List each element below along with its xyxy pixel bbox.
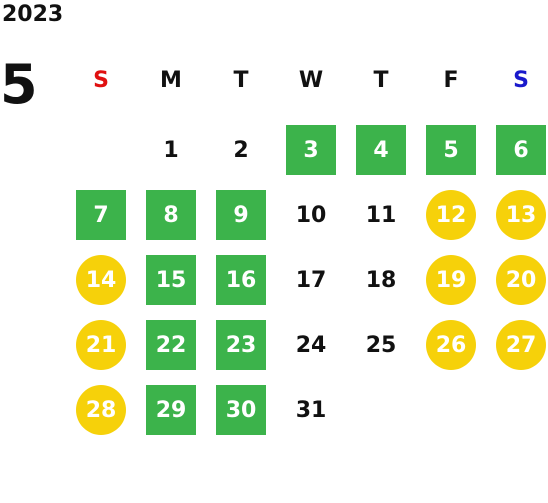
day-cell: 17 [295,267,327,293]
day-cell: 15 [146,255,196,305]
day-cell: 6 [496,125,546,175]
day-cell: 27 [496,320,546,370]
day-cell: 20 [496,255,546,305]
day-cell: 24 [295,332,327,358]
day-cell: 5 [426,125,476,175]
day-cell: 10 [295,202,327,228]
day-cell: 21 [76,320,126,370]
day-cell: 29 [146,385,196,435]
day-cell: 28 [76,385,126,435]
day-cell: 1 [163,137,179,163]
day-cell: 4 [356,125,406,175]
weekday-header: S [513,68,529,93]
day-cell: 22 [146,320,196,370]
day-cell: 23 [216,320,266,370]
day-cell: 31 [295,397,327,423]
day-cell: 16 [216,255,266,305]
day-cell: 19 [426,255,476,305]
day-cell: 11 [365,202,397,228]
day-cell: 13 [496,190,546,240]
day-cell: 25 [365,332,397,358]
day-cell: 26 [426,320,476,370]
day-cell: 3 [286,125,336,175]
day-cell: 30 [216,385,266,435]
weekday-header: T [233,68,249,93]
month-label: 5 [0,53,38,116]
weekday-header: T [373,68,389,93]
day-cell: 7 [76,190,126,240]
weekday-header: F [443,68,459,93]
year-label: 2023 [2,2,64,27]
day-cell: 9 [216,190,266,240]
weekday-header: S [93,68,109,93]
day-cell: 2 [233,137,249,163]
day-cell: 12 [426,190,476,240]
day-cell: 14 [76,255,126,305]
weekday-header: W [298,68,324,93]
day-cell: 8 [146,190,196,240]
weekday-header: M [160,68,182,93]
day-cell: 18 [365,267,397,293]
